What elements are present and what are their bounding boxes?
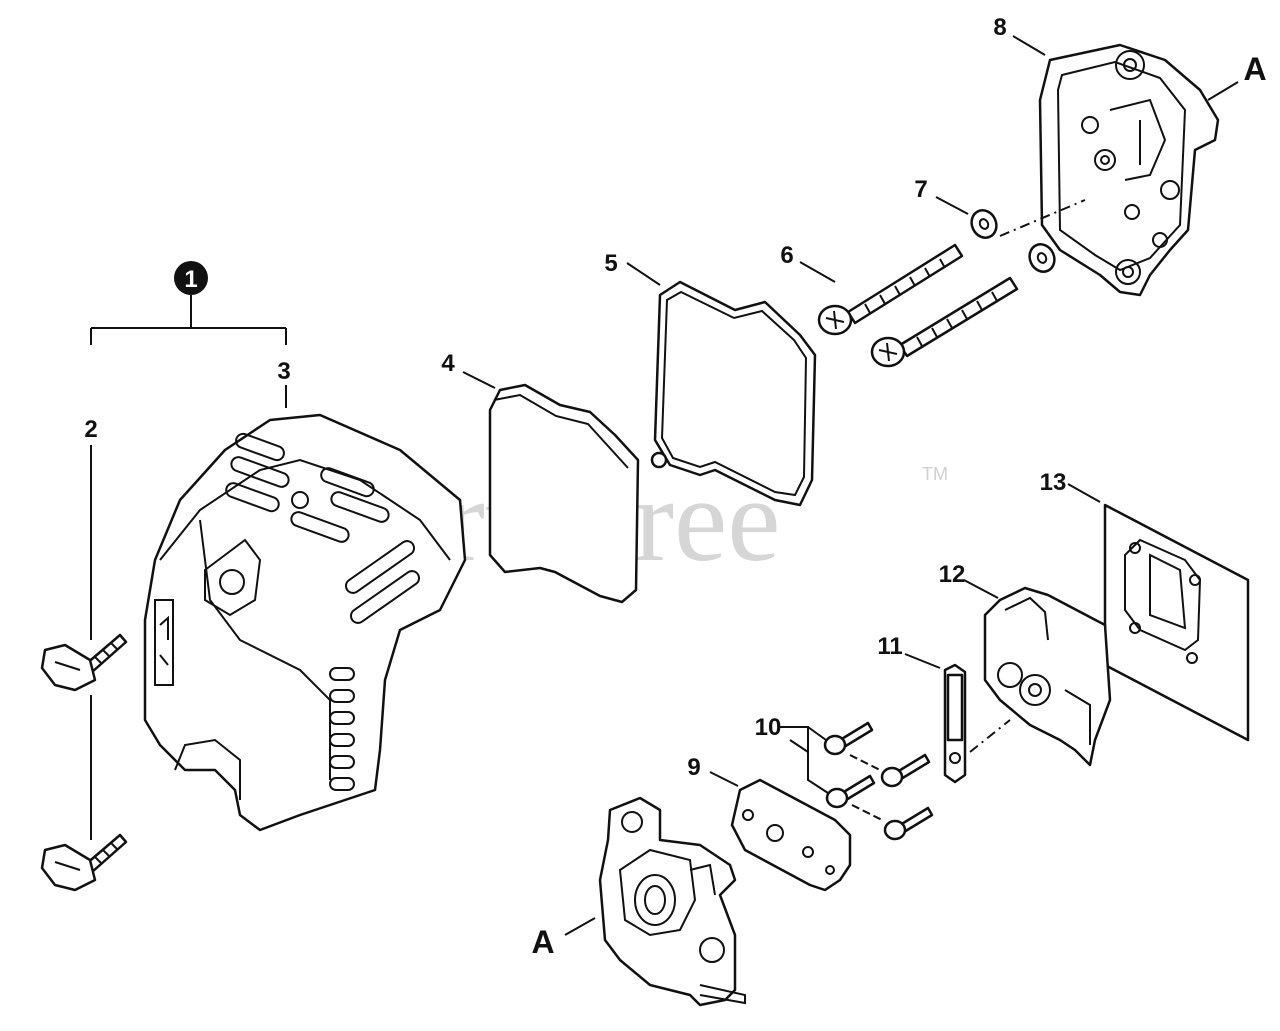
callout-12[interactable]: 12 bbox=[939, 561, 966, 588]
callout-6[interactable]: 6 bbox=[780, 242, 793, 269]
leader-a-top bbox=[1207, 81, 1239, 101]
part-9-carburetor-gasket[interactable] bbox=[730, 778, 852, 892]
leader-5 bbox=[626, 262, 661, 286]
callout-1[interactable]: 1 bbox=[184, 266, 197, 293]
callout-2[interactable]: 2 bbox=[84, 416, 97, 443]
leader-7 bbox=[935, 196, 969, 215]
reference-label-a-top: A bbox=[1243, 51, 1266, 87]
callout-7[interactable]: 7 bbox=[914, 176, 927, 203]
callout-4[interactable]: 4 bbox=[441, 350, 455, 377]
leader-10-bracket bbox=[780, 726, 829, 794]
part-11-plate[interactable] bbox=[943, 663, 967, 784]
part-6-screws[interactable] bbox=[817, 243, 1019, 368]
callout-5[interactable]: 5 bbox=[604, 250, 617, 277]
watermark-trademark: TM bbox=[922, 464, 948, 484]
part-12-insulator[interactable] bbox=[983, 586, 1112, 767]
part-2-knob-screw-top[interactable] bbox=[40, 633, 128, 692]
part-7-washers[interactable] bbox=[967, 206, 1059, 276]
part-10-screws[interactable] bbox=[823, 721, 934, 841]
leader-13 bbox=[1067, 483, 1101, 503]
leader-4 bbox=[462, 371, 496, 389]
callout-9[interactable]: 9 bbox=[687, 754, 700, 781]
callout-3[interactable]: 3 bbox=[277, 358, 290, 385]
leader-1-bracket bbox=[90, 295, 287, 345]
part-4-air-filter[interactable] bbox=[488, 383, 640, 604]
leader-8 bbox=[1012, 35, 1046, 56]
part-5-filter-gasket[interactable] bbox=[650, 280, 817, 507]
callout-10[interactable]: 10 bbox=[755, 714, 782, 741]
callout-11[interactable]: 11 bbox=[877, 633, 902, 660]
leader-11 bbox=[904, 653, 941, 669]
part-3-cover[interactable] bbox=[143, 413, 467, 832]
part-2-knob-screw-bottom[interactable] bbox=[40, 833, 128, 892]
part-11-alignment-line bbox=[969, 719, 1011, 753]
centerline bbox=[999, 199, 1086, 237]
part-10-alignment-lines bbox=[849, 754, 883, 821]
part-8-air-cleaner-case[interactable] bbox=[1038, 43, 1220, 297]
leader-a-bottom bbox=[564, 917, 596, 936]
callout-1-circle bbox=[174, 261, 208, 295]
carburetor[interactable] bbox=[598, 796, 746, 1007]
leader-6 bbox=[799, 261, 836, 283]
leader-12 bbox=[963, 579, 999, 599]
part-13-gasket[interactable] bbox=[1103, 503, 1250, 742]
reference-label-a-bottom: A bbox=[531, 924, 554, 960]
leader-9 bbox=[709, 771, 739, 787]
callout-13[interactable]: 13 bbox=[1040, 469, 1067, 496]
callout-8[interactable]: 8 bbox=[993, 14, 1006, 41]
